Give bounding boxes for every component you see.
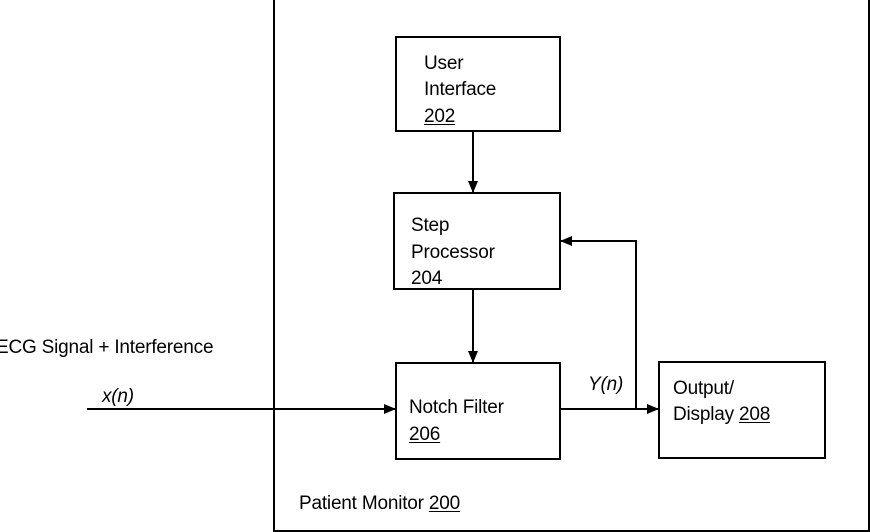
user-interface-line2: Interface	[424, 77, 496, 103]
input-symbol-label: x(n)	[102, 384, 134, 410]
patient-monitor-label: Patient Monitor 200	[299, 491, 460, 517]
output-symbol-label: Y(n)	[588, 372, 623, 398]
step-processor-ref: 204	[411, 266, 442, 292]
output-display-ref: 208	[739, 404, 770, 425]
user-interface-ref: 202	[424, 104, 455, 130]
output-display-line2: Display 208	[673, 402, 770, 428]
notch-filter-line1: Notch Filter	[409, 395, 504, 421]
patient-monitor-text: Patient Monitor	[299, 493, 424, 514]
input-description-label: ECG Signal + Interference	[0, 335, 213, 361]
notch-filter-ref: 206	[409, 422, 440, 448]
output-display-line2-text: Display	[673, 404, 734, 425]
user-interface-line1: User	[424, 51, 463, 77]
patient-monitor-ref: 200	[429, 493, 460, 514]
output-display-line1: Output/	[673, 376, 734, 402]
step-processor-line2: Processor	[411, 240, 495, 266]
step-processor-line1: Step	[411, 213, 449, 239]
